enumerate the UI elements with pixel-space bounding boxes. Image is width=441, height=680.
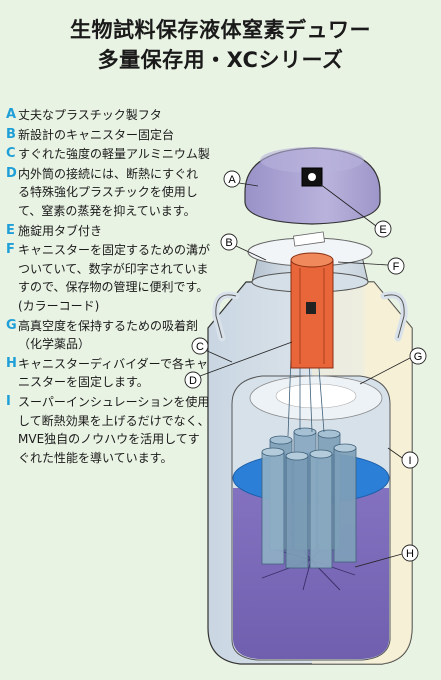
canister-5-top: [285, 451, 309, 461]
legend-letter-h: H: [6, 355, 17, 371]
lid-top: [260, 147, 364, 173]
stand-clip: [292, 231, 326, 247]
leader-lines: [199, 182, 411, 568]
neck-tube-label: [306, 302, 316, 314]
adsorbent-disk-inner: [275, 383, 357, 409]
neck-tube-top: [290, 252, 334, 268]
callout-h: H: [406, 548, 414, 560]
callout-g-circle: [409, 347, 427, 365]
legend-text-h: キャニスターディバイダーで各キャニスターを固定します。: [18, 356, 208, 390]
callout-e-circle: [374, 220, 392, 238]
canister-4: [261, 451, 285, 565]
callout-i: I: [408, 455, 411, 467]
callout-d: D: [189, 375, 197, 387]
legend-text-c: すぐれた強度の軽量アルミニウム製: [18, 147, 210, 162]
callouts: A B C D E F G H I: [184, 170, 427, 562]
callout-i-circle: [401, 451, 419, 469]
canister-4-top: [261, 447, 285, 457]
canister-6: [309, 453, 333, 569]
canister-7: [333, 447, 357, 563]
canister-1-top: [269, 435, 293, 445]
right-handle-outline: [383, 294, 405, 339]
legend-text-i: スーパーインシュレーションを使用して断熱効果を上げるだけでなく、MVE独自のノウ…: [18, 394, 210, 465]
callout-g: G: [414, 351, 423, 363]
legend-letter-c: C: [6, 146, 16, 162]
legend-item-i: I スーパーインシュレーションを使用して断熱効果を上げるだけでなく、MVE独自のノ…: [6, 393, 210, 467]
legend-text-b: 新設計のキャニスター固定台: [18, 127, 175, 142]
canister-3-top: [317, 429, 341, 439]
canister-2-top: [293, 427, 317, 437]
legend-text-d: 内外筒の接続には、断熱にすぐれる特殊強化プラスチックを使用して、窒素の蒸発を抑え…: [18, 166, 199, 218]
legend-text-e: 施錠用タブ付き: [18, 223, 103, 238]
title-line-1: 生物試料保存液体窒素デュワー: [70, 18, 371, 42]
legend-text-g: 高真空度を保持するための吸着剤（化学薬品）: [18, 318, 199, 352]
canister-6-top: [309, 449, 333, 459]
callout-c: C: [196, 341, 204, 353]
callout-f: F: [393, 261, 400, 273]
canister-7-top: [333, 443, 357, 453]
legend-letter-i: I: [6, 393, 11, 409]
callout-b: B: [225, 237, 232, 249]
canister-5: [285, 455, 309, 569]
legend-letter-e: E: [6, 222, 15, 238]
callout-b-circle: [220, 233, 238, 251]
legend-text-a: 丈夫なプラスチック製フタ: [18, 108, 162, 122]
title-line-2: 多量保存用・XCシリーズ: [97, 48, 344, 72]
callout-a-circle: [223, 170, 241, 188]
legend-letter-b: B: [6, 126, 16, 142]
legend-letter-d: D: [6, 165, 17, 181]
canister-group: [261, 427, 357, 569]
callout-c-circle: [191, 337, 209, 355]
left-handle-outline: [215, 294, 237, 339]
legend-letter-g: G: [6, 317, 17, 333]
legend-text-f: キャニスターを固定するための溝がついていて、数字が印字されていますので、保存物の…: [18, 243, 211, 313]
lock-tab-hole: [308, 173, 316, 181]
callout-h-circle: [401, 544, 419, 562]
callout-f-circle: [387, 257, 405, 275]
callout-d-circle: [184, 371, 202, 389]
legend-letter-f: F: [6, 242, 15, 258]
legend-letter-a: A: [6, 107, 17, 122]
neck-tube-slots: [299, 268, 325, 364]
callout-e: E: [379, 224, 386, 236]
callout-a: A: [228, 174, 236, 186]
